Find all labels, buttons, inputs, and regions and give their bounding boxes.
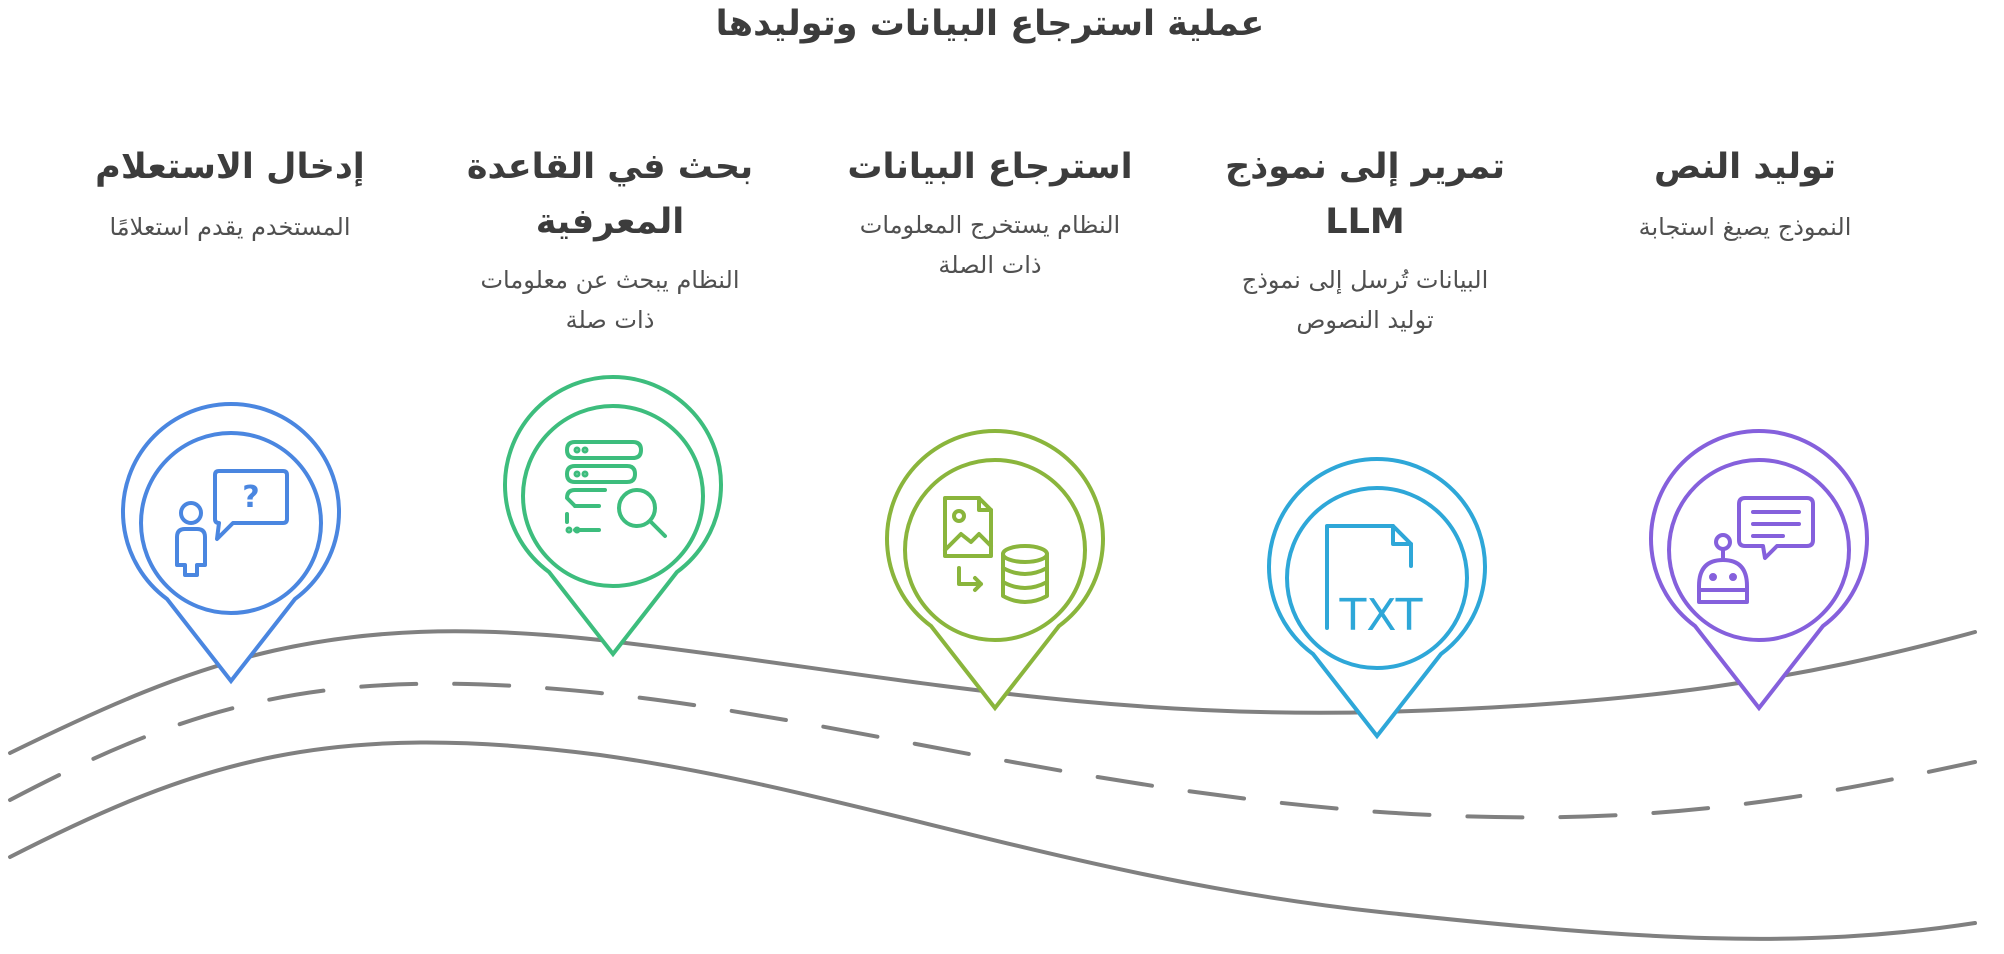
step-4-text: تمرير إلى نموذج LLM البيانات تُرسل إلى ن…: [1220, 140, 1510, 340]
step-3-pin: [885, 429, 1105, 712]
pin-outline: [885, 429, 1105, 712]
step-3-desc: النظام يستخرج المعلومات ذات الصلة: [859, 211, 1121, 279]
step-2-text: بحث في القاعدة المعرفية النظام يبحث عن م…: [465, 140, 755, 340]
step-2-desc: النظام يبحث عن معلومات ذات صلة: [480, 266, 740, 334]
pin-inner-ring: [139, 431, 323, 615]
pin-inner-ring: [521, 404, 705, 588]
step-3-title: استرجاع البيانات: [847, 147, 1133, 187]
pin-inner-ring: [1667, 458, 1851, 642]
user-question-icon: [175, 469, 289, 577]
step-5-title: توليد النص: [1653, 147, 1837, 187]
road: [8, 629, 1977, 941]
road-bottom-edge: [8, 740, 1977, 941]
pin-outline: [1267, 457, 1487, 740]
road-top-edge: [8, 629, 1977, 755]
pin-outline: [121, 402, 341, 685]
step-4-desc: البيانات تُرسل إلى نموذج توليد النصوص: [1241, 266, 1489, 334]
step-3-text: استرجاع البيانات النظام يستخرج المعلومات…: [845, 140, 1135, 285]
robot-chat-icon: [1697, 496, 1815, 604]
step-5-desc: النموذج يصيغ استجابة: [1638, 213, 1852, 241]
txt-label: TXT: [1338, 590, 1422, 641]
step-4-title: تمرير إلى نموذج LLM: [1225, 147, 1505, 242]
database-search-icon: [565, 440, 667, 538]
step-2-pin: [503, 375, 723, 658]
page-title: عملية استرجاع البيانات وتوليدها: [715, 4, 1265, 44]
image-to-database-icon: [943, 496, 1049, 604]
pin-outline: [503, 375, 723, 658]
pin-inner-ring: [903, 458, 1087, 642]
step-1-title: إدخال الاستعلام: [95, 147, 365, 187]
pin-inner-ring: [1285, 486, 1469, 670]
step-1-pin: ?: [121, 402, 341, 685]
step-2-title: بحث في القاعدة المعرفية: [466, 147, 754, 242]
step-5-text: توليد النص النموذج يصيغ استجابة: [1600, 140, 1890, 247]
question-mark: ?: [242, 480, 259, 515]
step-5-pin: [1649, 429, 1869, 712]
txt-file-icon: [1325, 524, 1413, 630]
step-1-desc: المستخدم يقدم استعلامًا: [109, 213, 351, 241]
step-4-pin: TXT: [1267, 457, 1487, 740]
road-center-dash: [8, 681, 1977, 820]
step-1-text: إدخال الاستعلام المستخدم يقدم استعلامًا: [95, 140, 365, 247]
